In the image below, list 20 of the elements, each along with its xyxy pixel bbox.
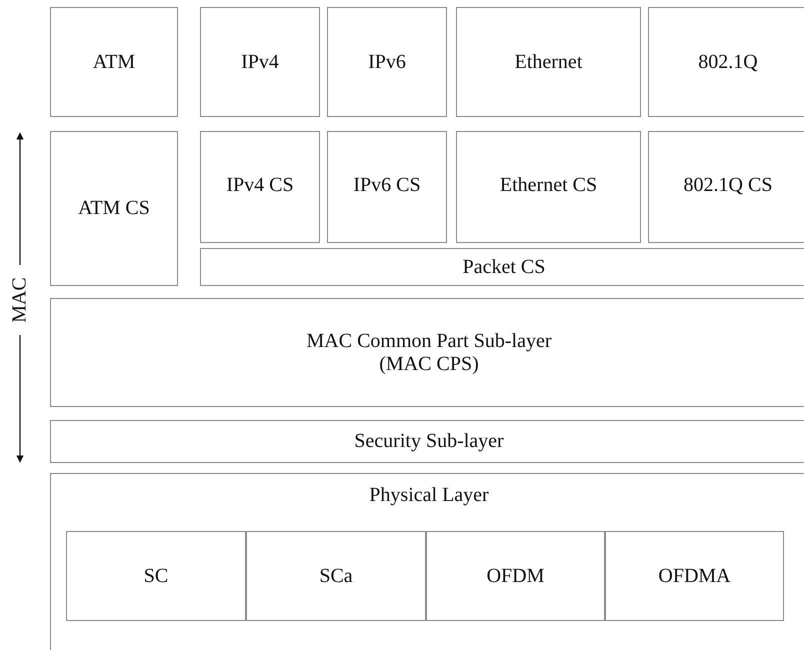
axis-label: MAC (8, 277, 32, 323)
layer-panel (50, 473, 804, 650)
sublayer-bar: MAC Common Part Sub-layer (MAC CPS) (50, 298, 804, 407)
protocol-box: 802.1Q (648, 7, 804, 117)
sublayer-bar: Packet CS (200, 248, 804, 286)
protocol-box: Ethernet (456, 7, 641, 117)
sublayer-box: ATM CS (50, 131, 178, 286)
convergence-box: IPv6 CS (327, 131, 447, 243)
protocol-box: IPv6 (327, 7, 447, 117)
phy-box: SCa (246, 531, 426, 621)
phy-box: OFDMA (605, 531, 784, 621)
convergence-box: Ethernet CS (456, 131, 641, 243)
phy-box: SC (66, 531, 246, 621)
layer-title: Physical Layer (369, 484, 489, 507)
phy-box: OFDM (426, 531, 605, 621)
convergence-box: 802.1Q CS (648, 131, 804, 243)
convergence-box: IPv4 CS (200, 131, 320, 243)
protocol-box: ATM (50, 7, 178, 117)
protocol-box: IPv4 (200, 7, 320, 117)
sublayer-bar: Security Sub-layer (50, 420, 804, 463)
